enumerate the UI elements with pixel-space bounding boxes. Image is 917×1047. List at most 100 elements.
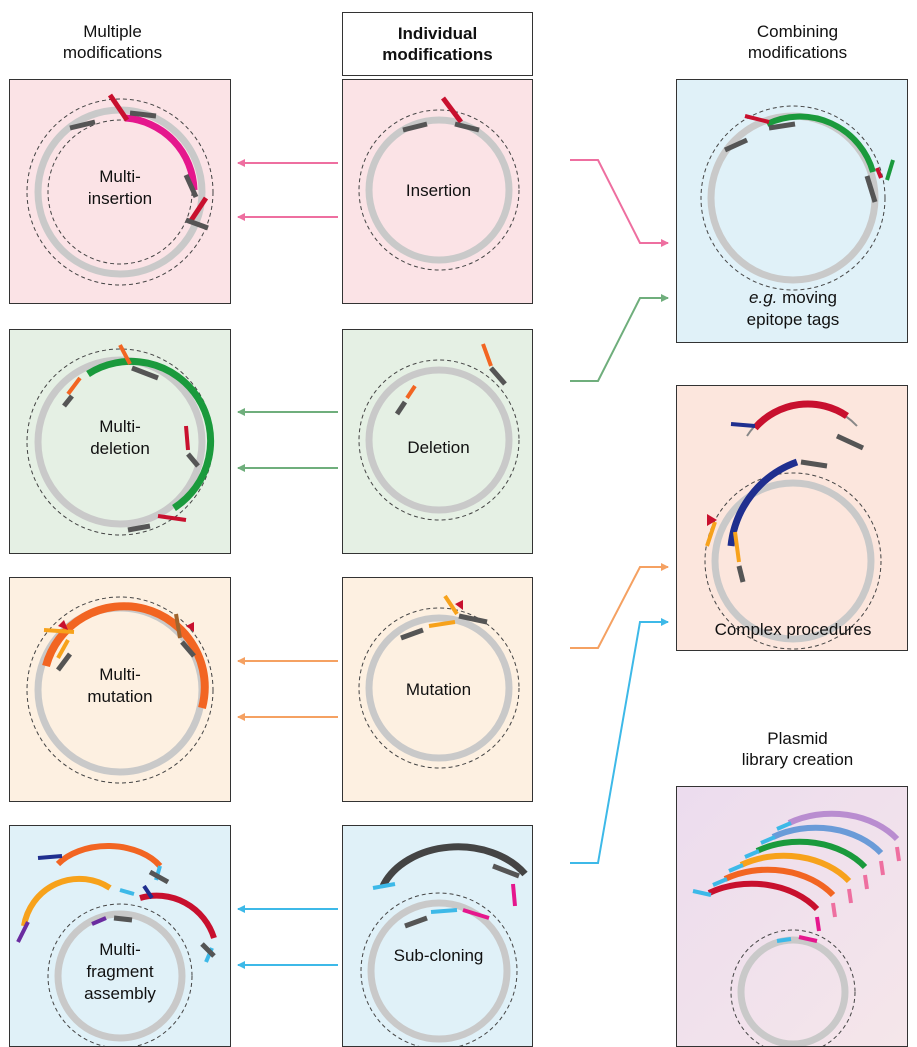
deletion-end [481,343,493,367]
plasmid-multi-insertion [26,93,214,286]
plasmid-multi-deletion [26,344,215,536]
primer-arrow [129,110,157,119]
plasmid-subcloning [360,843,528,1046]
primer-arrow [69,119,96,131]
mutation-site [733,531,741,563]
library-fragment [707,880,820,912]
arrow-deletion-to-combining [570,294,669,382]
mutation-marker [455,600,463,610]
plasmid-dashed-outline [358,109,520,271]
label-line: epitope tags [746,310,840,329]
plasmid-multi-mutation [26,596,214,784]
primer-arrow [454,121,480,133]
plasmid-dashed-outline [704,472,882,650]
library-fragment [787,810,900,842]
panel-complex: Complex procedures [676,385,908,651]
mutation-marker [58,620,68,630]
panel-multi-deletion: Multi- deletion [9,329,231,554]
primer-arrow [835,433,865,451]
tag-end [744,114,770,124]
label-insertion: Insertion [405,181,472,200]
plasmid-deletion [358,343,520,521]
fragment-end [91,916,107,926]
label-multi-fragment: Multi- fragment assembly [50,939,190,1005]
plasmid-dashed-outline [26,98,214,286]
fragment-end [815,916,821,932]
label-line: mutation [87,687,153,706]
fragment-end [760,835,776,845]
label-line: Multi- [99,167,141,186]
deletion-end [405,384,417,400]
tag-end [885,159,895,181]
fragment-end [895,846,901,862]
arrow-mutation-to-complex [570,563,669,649]
plasmid-backbone [737,936,849,1046]
primer-arrow [489,366,507,386]
fragment-end [730,422,756,428]
header-plasmid-library: Plasmid library creation [700,728,895,770]
primer-arrow [56,652,72,672]
fragment-end [879,860,885,876]
primer-arrow [736,565,746,583]
primer-arrow [458,613,488,625]
mutation-site [443,594,459,616]
header-combining-line1: Combining [756,22,839,41]
primer-arrow [131,365,159,381]
plasmid-backbone [365,116,513,264]
site-marker [462,908,490,920]
primer-arrow [183,173,199,199]
library-fragment [739,852,852,884]
fragment-end [511,883,517,907]
plasmid-backbone [707,112,879,284]
tag-segment [765,113,876,173]
primer-arrow [768,121,796,131]
fragment-end [142,884,154,900]
mutation-marker [707,514,717,526]
primer-arrow [402,121,428,133]
label-moving: moving [777,288,837,307]
primer-arrow [864,175,878,203]
fragment-end [744,849,760,859]
header-plasmid-line2: library creation [741,750,854,769]
primer-arrow [62,394,74,408]
header-individual-box [342,12,533,76]
plasmid-insertion [358,96,520,271]
label-mutation: Mutation [405,680,472,699]
mutation-site [705,521,717,547]
insert-end-left [107,93,130,122]
primer-arrow [394,400,408,416]
deletion-end [157,514,187,522]
label-subcloning: Sub-cloning [393,946,484,965]
plasmid-complex [704,400,882,650]
plasmid-dashed-outline [700,105,886,291]
deletion-end [66,376,82,396]
panel-combining: e.g. moving epitope tags [676,79,908,343]
site-marker [430,908,458,914]
fragment-end [831,902,837,918]
label-line: Multi- [99,940,141,959]
panel-plasmid-library [676,786,908,1047]
header-multiple-modifications: Multiple modifications [25,21,200,63]
label-line: fragment [86,962,154,981]
mutation-site [56,639,70,659]
insert-end-right [187,196,209,224]
site-marker [776,937,792,943]
primer-arrow [492,863,520,879]
fragment-end [16,921,30,943]
deletion-segment [86,357,215,511]
fragment-segment [55,843,163,869]
label-line: insertion [87,189,153,208]
panel-deletion: Deletion [342,329,533,554]
fragment-end [847,888,853,904]
primer-arrow [200,942,216,958]
plasmid-backbone [54,910,186,1042]
primer-arrow [185,217,209,231]
mutation-site [428,620,456,628]
fragment-segment [139,892,217,939]
panel-mutation: Mutation [342,577,533,802]
header-individual-line2: modifications [382,45,493,64]
library-fragment [771,824,884,856]
fragment-end [37,854,63,860]
plasmid-dashed-outline [358,359,520,521]
